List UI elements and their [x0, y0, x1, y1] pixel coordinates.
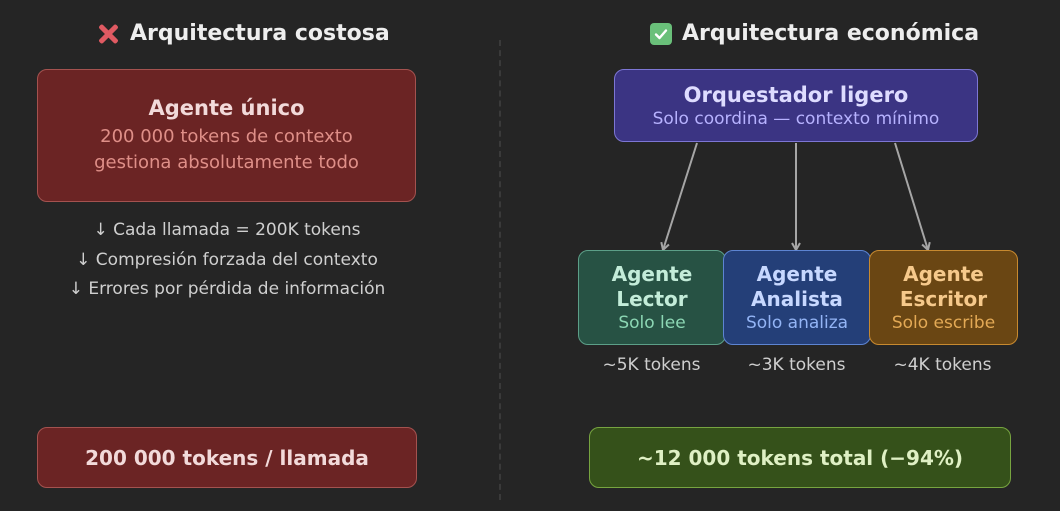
orchestrator-title: Orquestador ligero [683, 82, 909, 107]
agent-lector-title-2: Lector [616, 286, 688, 311]
single-agent-title: Agente único [148, 95, 305, 120]
agent-escritor-box: Agente Escritor Solo escribe [869, 250, 1018, 345]
left-heading: Arquitectura costosa [96, 21, 390, 46]
agent-analista-title-2: Analista [751, 286, 843, 311]
arrow-to-escritor [894, 142, 928, 250]
agent-lector-sub: Solo lee [618, 312, 686, 333]
drawbacks-list: ↓ Cada llamada = 200K tokens ↓ Compresió… [38, 216, 416, 305]
agent-escritor-title-1: Agente [903, 261, 984, 286]
agent-escritor-tokens: ~4K tokens [893, 355, 992, 375]
left-total-box: 200 000 tokens / llamada [37, 427, 417, 488]
agent-escritor-sub: Solo escribe [891, 312, 996, 333]
arrow-to-lector [663, 142, 698, 250]
single-agent-context: 200 000 tokens de contexto [100, 125, 353, 147]
orchestrator-subtitle: Solo coordina — contexto mínimo [652, 108, 940, 129]
agent-escritor-title-2: Escritor [899, 286, 988, 311]
agent-analista-box: Agente Analista Solo analiza [723, 250, 871, 345]
right-heading: Arquitectura económica [650, 21, 979, 46]
agent-analista-title-1: Agente [756, 261, 838, 286]
column-divider [499, 40, 501, 500]
right-heading-text: Arquitectura económica [682, 21, 980, 46]
agent-analista-sub: Solo analiza [745, 312, 849, 333]
agent-lector-box: Agente Lector Solo lee [578, 250, 726, 345]
agent-lector-title-1: Agente [611, 261, 693, 286]
agent-lector-tokens: ~5K tokens [602, 355, 701, 375]
agent-analista-tokens: ~3K tokens [747, 355, 846, 375]
single-agent-scope: gestiona absolutamente todo [94, 151, 359, 173]
drawback-item: ↓ Compresión forzada del contexto [76, 249, 378, 270]
left-heading-text: Arquitectura costosa [130, 21, 390, 46]
left-total-text: 200 000 tokens / llamada [85, 445, 369, 470]
right-total-box: ~12 000 tokens total (−94%) [589, 427, 1011, 488]
orchestrator-box: Orquestador ligero Solo coordina — conte… [614, 69, 978, 142]
single-agent-box: Agente único 200 000 tokens de contexto … [37, 69, 416, 202]
drawback-item: ↓ Cada llamada = 200K tokens [93, 220, 361, 240]
check-mark-icon [650, 22, 672, 45]
right-total-text: ~12 000 tokens total (−94%) [636, 445, 964, 470]
drawback-item: ↓ Errores por pérdida de información [68, 279, 386, 299]
